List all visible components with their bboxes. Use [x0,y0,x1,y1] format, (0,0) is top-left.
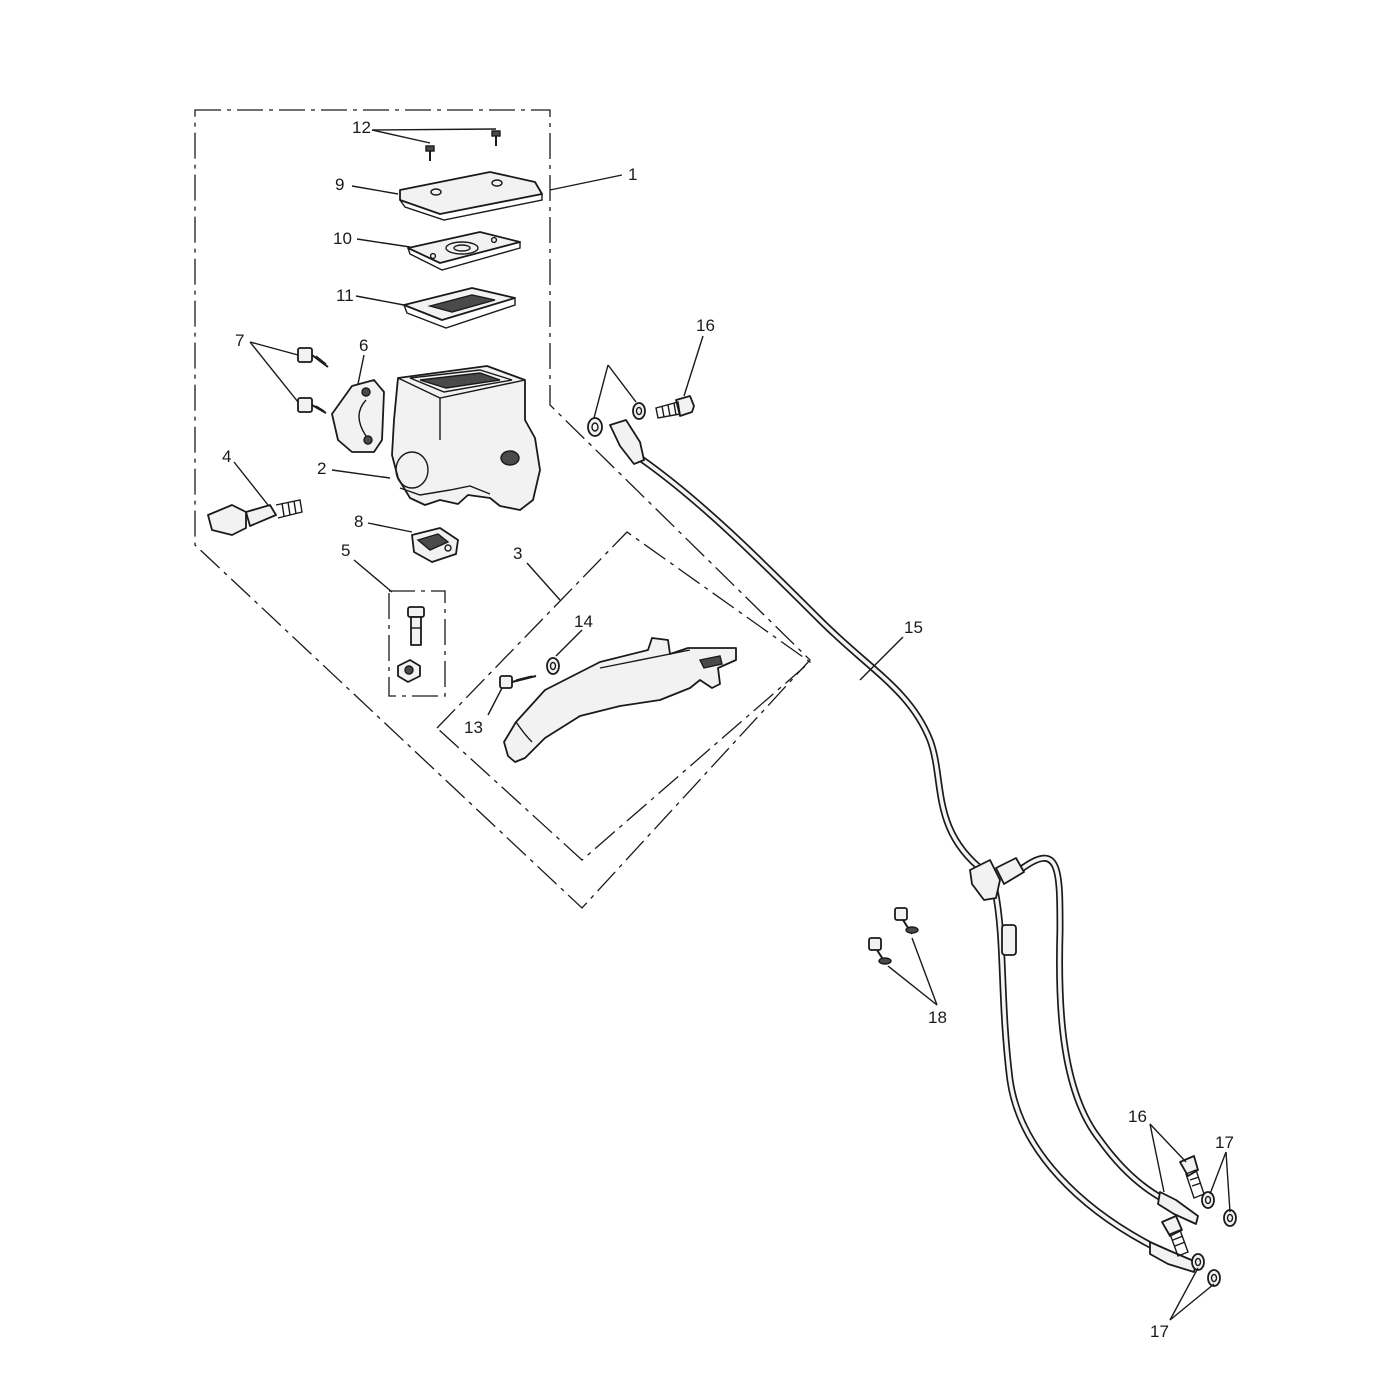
callouts: 1 2 3 4 5 6 7 8 9 10 11 12 13 14 15 16 1… [222,118,1234,1341]
screw-12-right [491,130,501,146]
diaphragm-plate [407,231,521,271]
banjo-bolt-top [655,395,695,419]
brake-lever [503,637,737,763]
lever-bush [546,657,560,675]
sealing-washer-1 [1201,1191,1215,1209]
diaphragm [403,287,516,329]
callout-17-bottom: 17 [1150,1322,1169,1341]
sealing-washer-3 [1191,1253,1205,1271]
pivot-bolt [407,606,425,646]
callout-6: 6 [359,336,368,355]
brake-hose [609,419,1199,1273]
callout-16-top: 16 [696,316,715,335]
banjo-bolt-lower-1 [1179,1155,1205,1199]
assembly-3-outline [436,531,812,861]
callout-17-top: 17 [1215,1133,1234,1152]
brake-light-switch [411,527,459,563]
clip-bolt-1 [894,907,919,935]
pivot-pin [207,499,303,536]
callout-11: 11 [336,286,354,305]
banjo-washer-top-1 [587,417,603,437]
clamp-bolt-lower [297,397,327,414]
callout-9: 9 [335,175,344,194]
screw-12-left [425,145,435,161]
callout-2: 2 [317,459,326,478]
assembly-1-outline [194,109,811,909]
pivot-nut [397,659,421,683]
callout-10: 10 [333,229,352,248]
master-cylinder-body [391,365,541,511]
reservoir-cap [399,171,543,221]
clip-bolt-2 [868,937,892,965]
callout-4: 4 [222,447,231,466]
callout-5: 5 [341,541,350,560]
callout-12: 12 [352,118,371,137]
banjo-washer-top-2 [632,402,646,420]
callout-13: 13 [464,718,483,737]
assembly-5-outline [388,590,446,697]
handlebar-clamp [331,379,385,453]
callout-16-bottom: 16 [1128,1107,1147,1126]
callout-15: 15 [904,618,923,637]
callout-7: 7 [235,331,244,350]
callout-3: 3 [513,544,522,563]
banjo-bolt-lower-2 [1161,1215,1189,1257]
callout-1: 1 [628,165,637,184]
callout-18: 18 [928,1008,947,1027]
sealing-washer-2 [1223,1209,1237,1227]
clamp-bolt-upper [297,347,329,368]
callout-8: 8 [354,512,363,531]
callout-14: 14 [574,612,593,631]
leader-lines [233,128,1231,1321]
lever-screw [499,675,537,689]
sealing-washer-4 [1207,1269,1221,1287]
